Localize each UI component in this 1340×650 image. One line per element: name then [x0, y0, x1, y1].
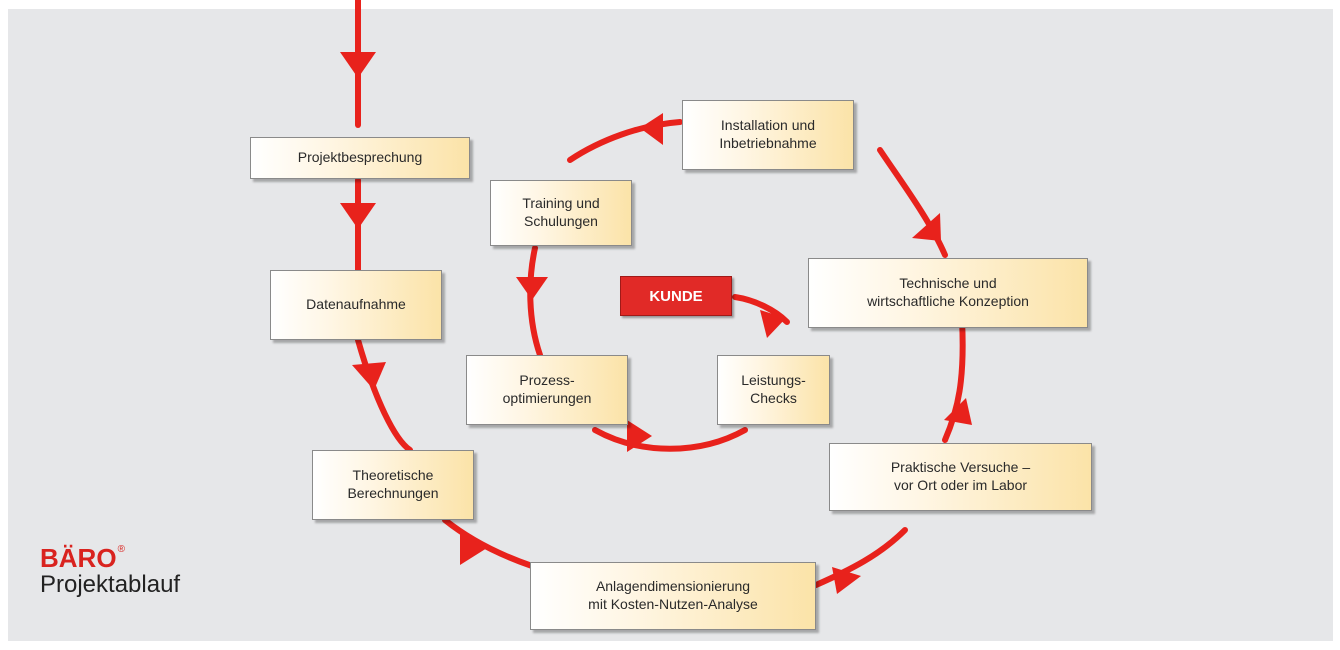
- step-projektbesprechung: Projektbesprechung: [250, 137, 470, 179]
- diagram-canvas: [8, 9, 1333, 641]
- step-technische-konzeption: Technische und wirtschaftliche Konzeptio…: [808, 258, 1088, 328]
- step-label-line-1: Praktische Versuche –: [890, 459, 1031, 476]
- step-label-line-1: Leistungs-: [741, 372, 806, 389]
- step-label-line-1: Technische und: [899, 275, 997, 292]
- arrowhead-9: [516, 277, 548, 300]
- step-label: Projektbesprechung: [297, 149, 423, 166]
- step-label-line-2: vor Ort oder im Labor: [893, 477, 1028, 493]
- step-installation-inbetriebnahme: Installation und Inbetriebnahme: [682, 100, 854, 170]
- step-datenaufnahme: Datenaufnahme: [270, 270, 442, 340]
- brand-logo: BÄRO®: [40, 543, 180, 573]
- step-label-line-2: Checks: [750, 390, 797, 406]
- arrowhead-1: [340, 52, 376, 78]
- step-label-line-1: Installation und: [720, 117, 816, 134]
- step-training-schulungen: Training und Schulungen: [490, 180, 632, 246]
- arrowhead-10: [627, 420, 652, 452]
- arrowhead-5: [832, 567, 861, 594]
- arrowhead-2: [340, 203, 376, 229]
- arrowhead-8: [640, 113, 663, 145]
- brand-block: BÄRO® Projektablauf: [40, 545, 180, 597]
- step-label-line-2: Berechnungen: [347, 485, 439, 501]
- kunde-label: KUNDE: [649, 287, 703, 305]
- step-label-line-1: Theoretische: [352, 467, 434, 484]
- step-label-line-2: optimierungen: [502, 390, 592, 406]
- step-label: Datenaufnahme: [306, 296, 406, 313]
- page-title: Projektablauf: [40, 571, 181, 598]
- step-label-line-1: Training und: [522, 195, 600, 212]
- arrowhead-4: [460, 533, 487, 565]
- step-label-line-2: wirtschaftliche Konzeption: [867, 293, 1029, 309]
- arrowhead-7: [912, 213, 941, 241]
- step-label-line-1: Anlagendimensionierung: [595, 578, 751, 595]
- arrowhead-6: [944, 398, 972, 425]
- step-label-line-2: Schulungen: [524, 213, 598, 229]
- center-kunde-badge: KUNDE: [620, 276, 732, 316]
- step-leistungs-checks: Leistungs- Checks: [717, 355, 830, 425]
- step-anlagendimensionierung: Anlagendimensionierung mit Kosten-Nutzen…: [530, 562, 816, 630]
- trademark-symbol: ®: [117, 544, 125, 555]
- step-prozessoptimierungen: Prozess- optimierungen: [466, 355, 628, 425]
- outer-loop-path: [355, 119, 966, 588]
- step-label-line-1: Prozess-: [519, 372, 575, 389]
- step-theoretische-berechnungen: Theoretische Berechnungen: [312, 450, 474, 520]
- brand-logo-text: BÄRO: [40, 543, 117, 573]
- arrowhead-3: [352, 362, 386, 390]
- step-praktische-versuche: Praktische Versuche – vor Ort oder im La…: [829, 443, 1092, 511]
- step-label-line-2: mit Kosten-Nutzen-Analyse: [588, 596, 758, 612]
- step-label-line-2: Inbetriebnahme: [719, 135, 817, 151]
- arrowhead-11: [760, 310, 786, 338]
